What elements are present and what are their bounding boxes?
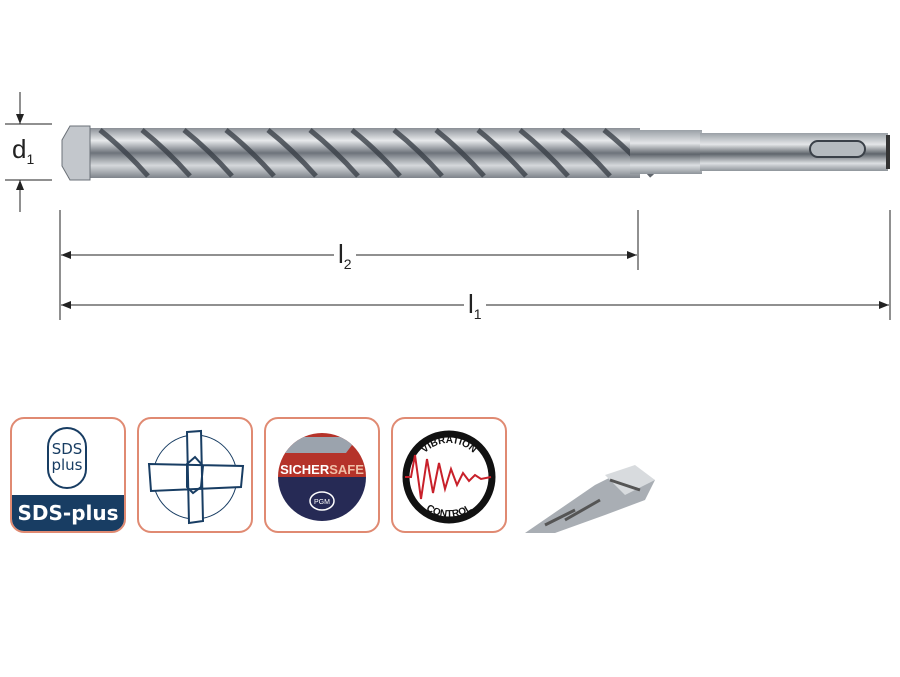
cross-head-badge xyxy=(137,417,253,533)
flute-line xyxy=(224,128,276,178)
sds-plus-label: SDS-plus xyxy=(12,495,124,531)
drill-bit-drawing xyxy=(5,92,891,320)
svg-text:PGM: PGM xyxy=(314,499,330,506)
flute-line xyxy=(392,128,444,178)
flute-line xyxy=(308,128,360,178)
l1-label: l1 xyxy=(464,291,486,321)
drill-shank xyxy=(630,130,890,174)
flute-line xyxy=(140,128,192,178)
vibration-control-icon: VIBRATION CONTROL xyxy=(402,430,496,524)
d1-label: d1 xyxy=(8,136,39,166)
flute-line xyxy=(560,128,612,178)
flute-line xyxy=(350,128,402,178)
flute-line xyxy=(476,128,528,178)
svg-text:CONTROL: CONTROL xyxy=(424,503,474,520)
flute-line xyxy=(182,128,234,178)
d1-dimension xyxy=(5,92,52,212)
sichersafe-badge: SICHERSAFE PGM xyxy=(264,417,380,533)
flute-line xyxy=(434,128,486,178)
flute-line xyxy=(266,128,318,178)
l2-label: l2 xyxy=(334,241,356,271)
drill-flutes xyxy=(61,125,654,181)
sichersafe-logo: SICHERSAFE PGM xyxy=(278,433,366,521)
flute-line xyxy=(518,128,570,178)
flute-line xyxy=(98,128,150,178)
four-cutter-head-icon xyxy=(147,429,245,525)
drill-tip-photo xyxy=(525,465,655,533)
svg-text:SICHERSAFE: SICHERSAFE xyxy=(280,462,364,477)
vibration-control-badge: VIBRATION CONTROL xyxy=(391,417,507,533)
